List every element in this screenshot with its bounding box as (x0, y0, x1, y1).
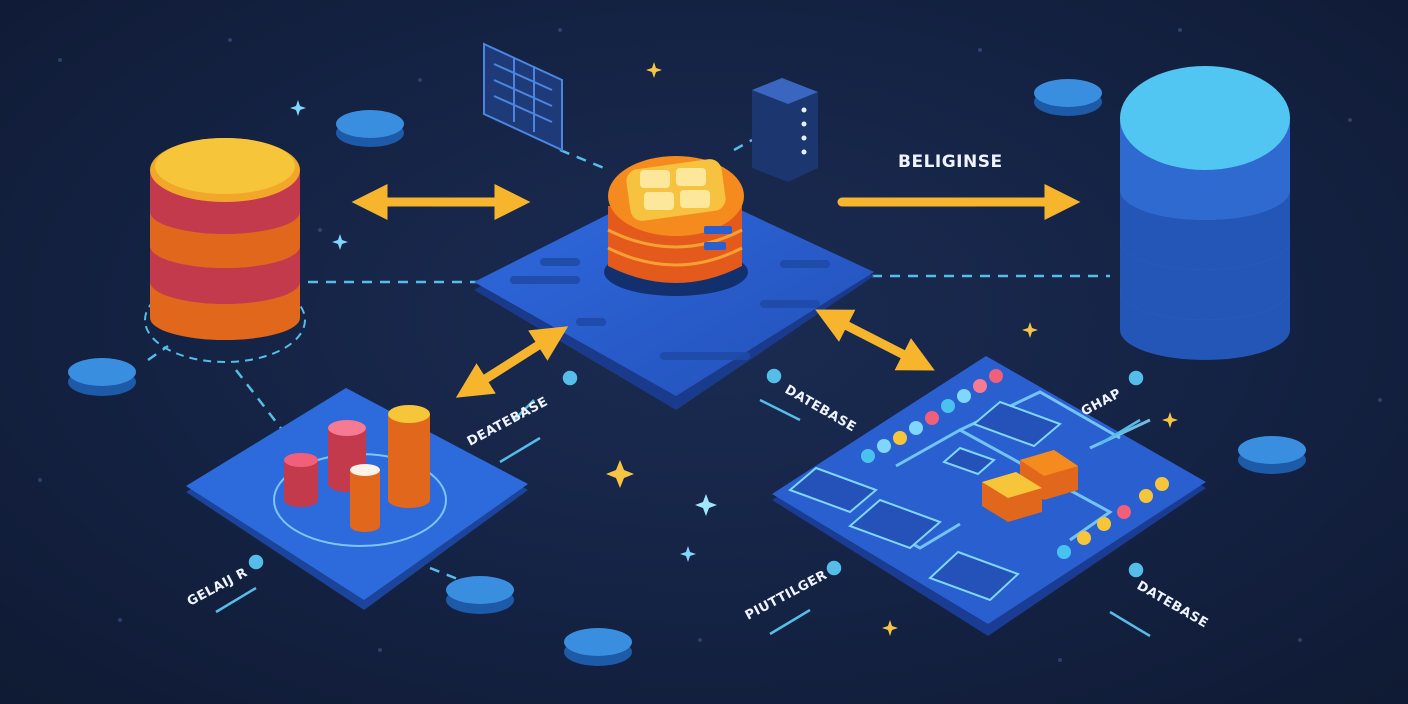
label-top-right: BELIGINSE (898, 152, 1003, 172)
server-tower-icon (752, 78, 818, 182)
flow-arrows (351, 184, 1081, 398)
disc-left (68, 358, 136, 396)
disc-bottom (564, 628, 632, 666)
label-center-right: DATEBASE (782, 382, 859, 435)
mini-database-cylinders (284, 405, 430, 532)
disc-right (1238, 436, 1306, 474)
left-database-stack (144, 138, 306, 363)
rack-server-icon (483, 42, 563, 152)
chip-blocks (982, 450, 1078, 522)
arrow-hub-circuit (815, 309, 935, 371)
sparkle-icon (332, 234, 348, 250)
label-center-left: DEATEBASE (465, 394, 551, 449)
disc-bottom-center (446, 576, 514, 614)
sparkle-icon (1022, 322, 1038, 338)
floating-discs (68, 79, 1306, 666)
sparkle-icon (646, 62, 662, 78)
led-dots (861, 369, 1169, 559)
right-database-stack (1120, 66, 1290, 360)
arrow-hub-bottom-left (455, 326, 569, 398)
label-board-right-top: GHAP (1079, 386, 1124, 419)
central-hub-board (474, 156, 874, 410)
sparkle-icon (1162, 412, 1178, 428)
circuit-board (772, 356, 1206, 636)
background-particles (38, 28, 1382, 662)
label-accents (215, 368, 1151, 638)
sparkle-icons (290, 62, 1178, 636)
sparkle-icon (882, 620, 898, 636)
disc-top-right (1034, 79, 1102, 116)
label-bottom-right: DATEBASE (1134, 578, 1211, 631)
disc-top-left (336, 110, 404, 147)
label-bottom-center: PIUTTILGER (743, 568, 830, 624)
sparkle-icon (606, 460, 634, 488)
sparkle-icon (695, 494, 717, 516)
bottom-left-board (186, 388, 528, 610)
sparkle-icon (680, 546, 696, 562)
label-bottom-left: GELAIJ R (185, 565, 250, 609)
sparkle-icon (290, 100, 306, 116)
